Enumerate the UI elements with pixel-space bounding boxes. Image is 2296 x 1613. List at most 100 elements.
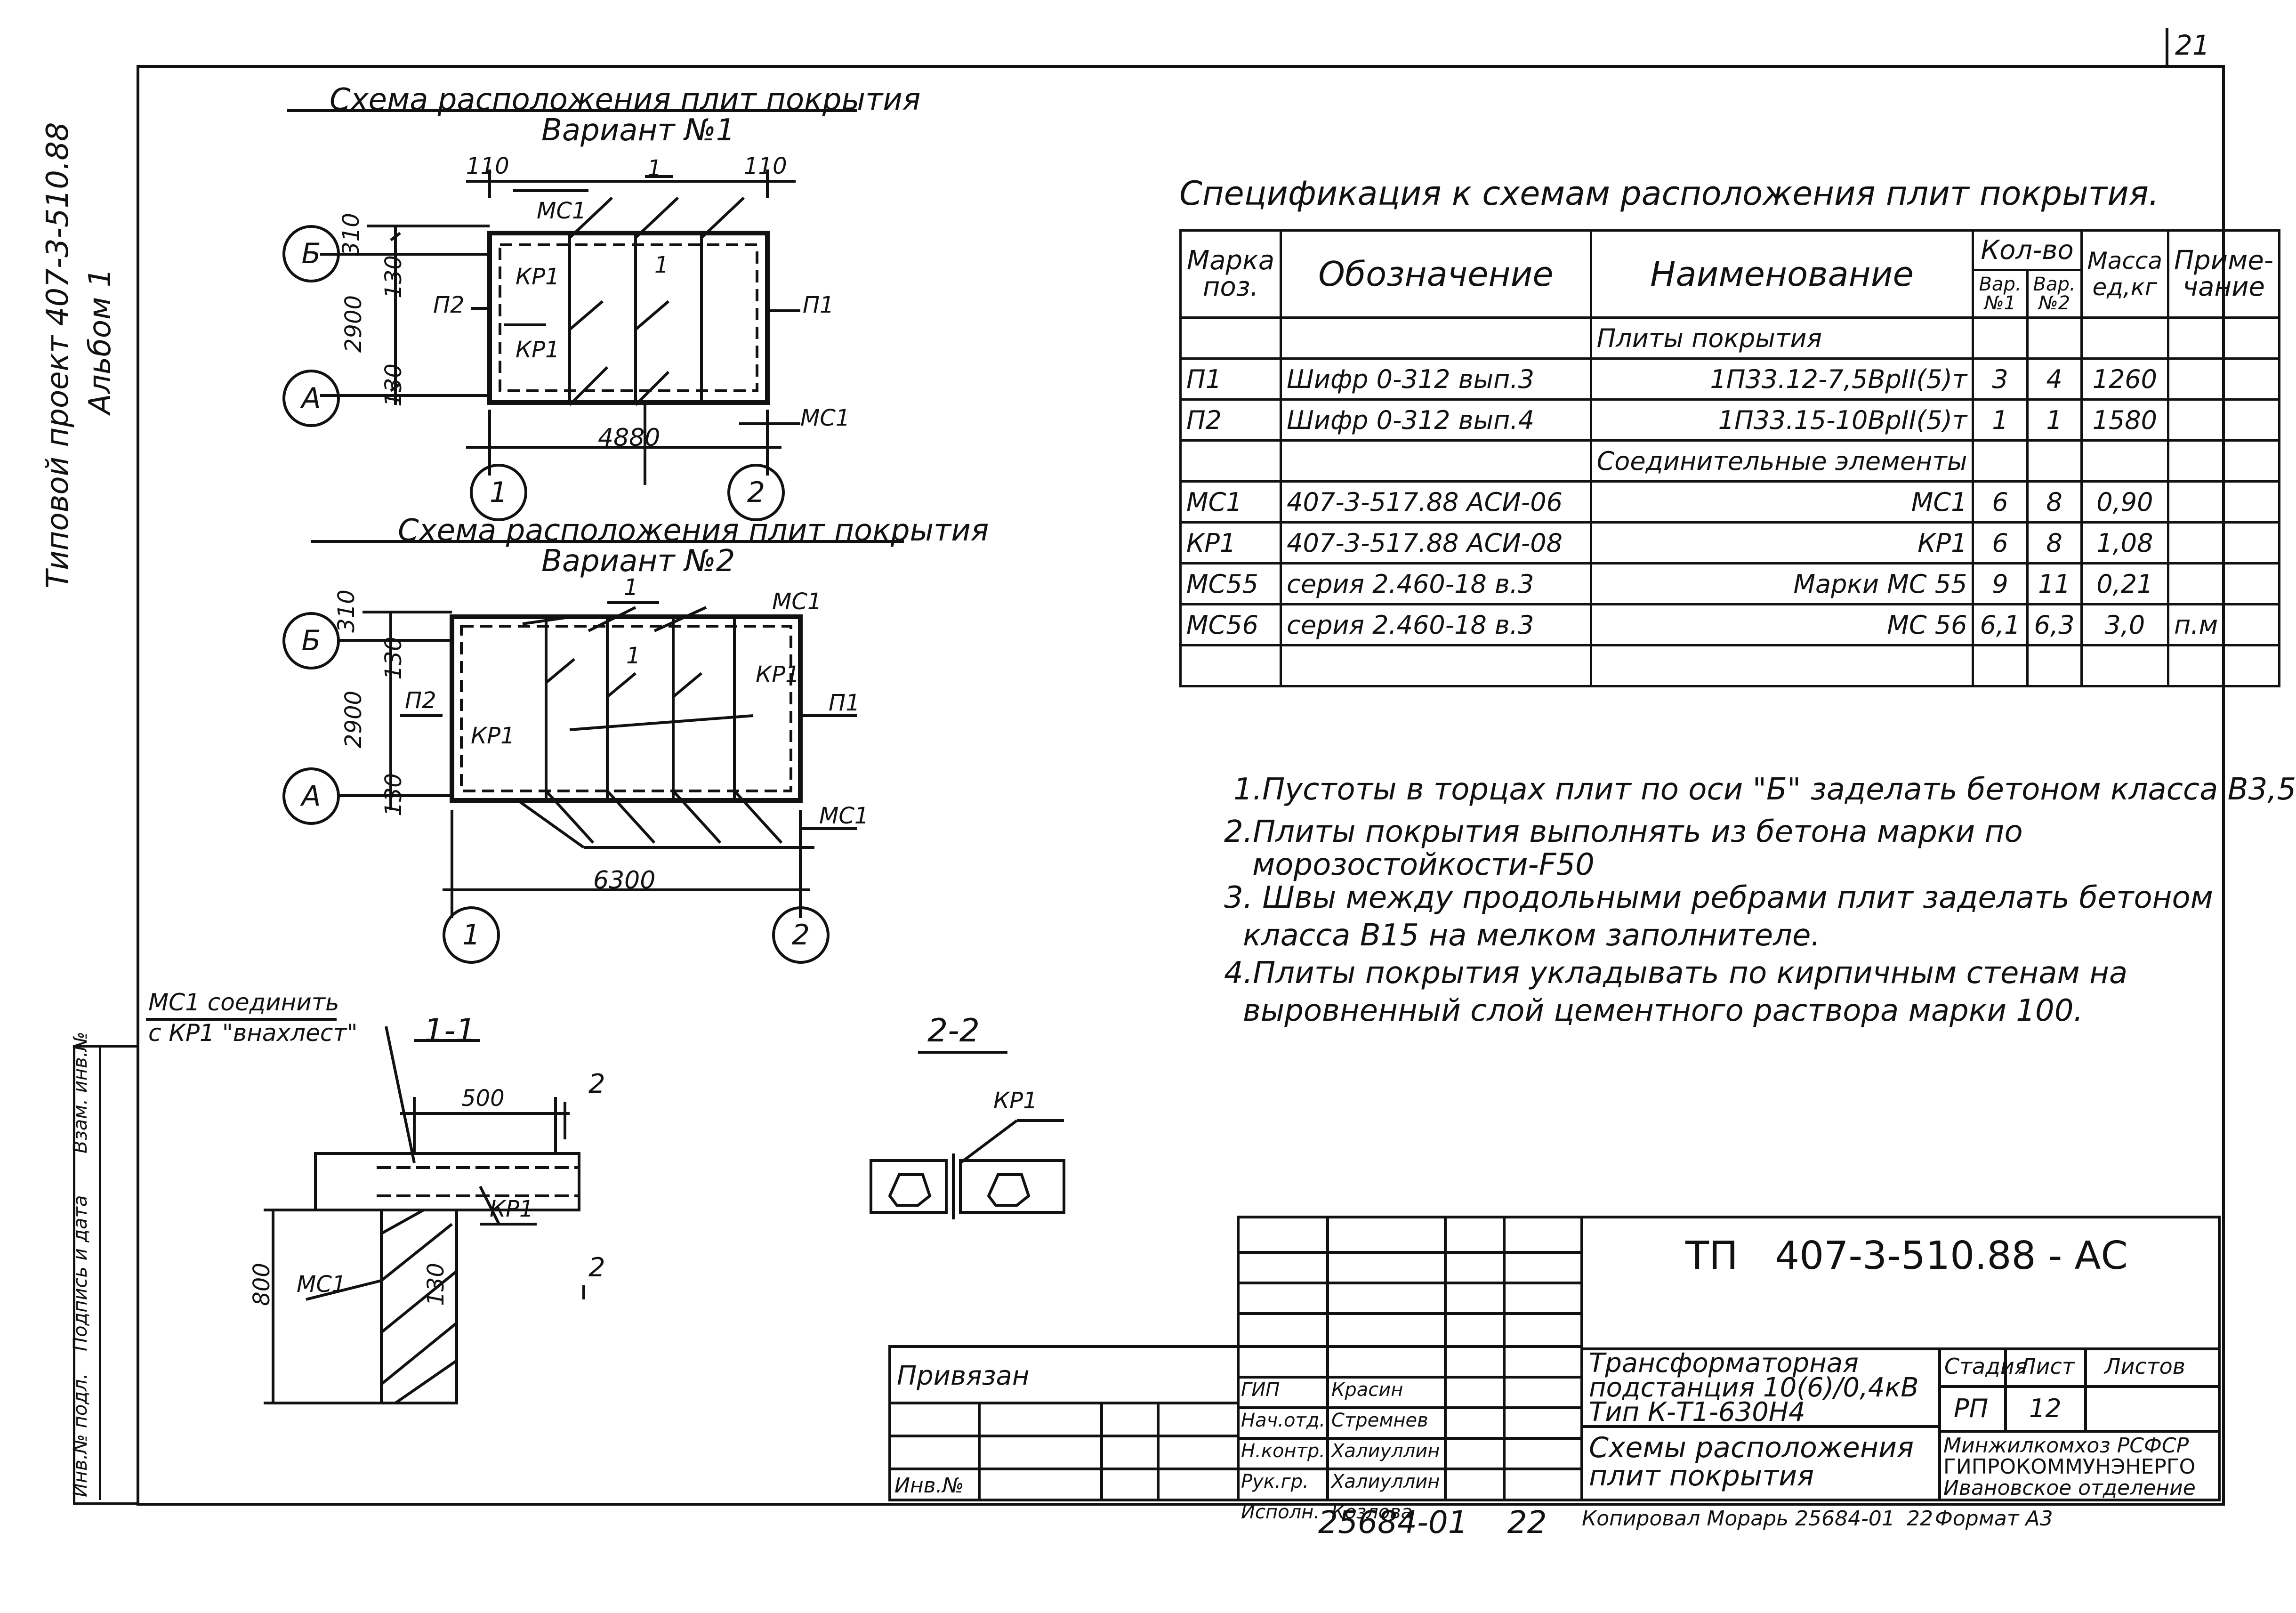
kp1-label-a-2: КР1 [756,661,800,688]
joint-note-line2: с КР1 "внахлест" [148,1019,358,1047]
spec-row [1179,644,2280,687]
spec-cell-mark: П1 [1179,357,1282,401]
kp1-label-b-2: КР1 [471,723,515,749]
spec-cell-mark [1179,316,1282,360]
spec-cell-v1: 6,1 [1972,603,2029,646]
spec-cell-v2: 1 [2026,398,2083,442]
spec-cell-mark [1179,644,1282,687]
spec-cell-designation: Шифр 0-312 вып.4 [1280,398,1592,442]
spec-cell-v2 [2026,316,2083,360]
spec-cell-note [2167,562,2280,605]
spec-header-mass: Масса ед,кг [2080,229,2170,319]
staff-role: Исполн. [1241,1501,1320,1523]
note-3: 3. Швы между продольными ребрами плит за… [1224,880,2213,915]
spec-cell-v1: 6 [1972,521,2029,565]
spec-cell-mark [1179,439,1282,483]
spec-cell-note [2167,357,2280,401]
spec-cell-v2: 8 [2026,521,2083,565]
scheme1-title: Схема расположения плит покрытия [330,82,921,117]
axis-b-marker-2: Б [282,612,340,669]
sheet-value: 12 [2029,1394,2062,1423]
staff-name: Стремнев [1331,1410,1428,1431]
drawing-frame [137,65,2225,1506]
section-mark-1b-2: 1 [626,643,641,669]
dim-2900: 2900 [340,295,367,353]
sheet-number-box [2166,28,2222,68]
spec-cell-designation: серия 2.460-18 в.3 [1280,603,1592,646]
staff-name: Халиуллин [1331,1471,1440,1492]
title-block-lines [888,1216,2221,1501]
staff-role: ГИП [1241,1379,1280,1401]
staff-name: Козлова [1331,1501,1413,1523]
dim-130-bottom-2: 130 [380,773,407,816]
dim-110-right: 110 [744,153,787,179]
spec-cell-v2: 6,3 [2026,603,2083,646]
spec-header-note: Приме- чание [2167,229,2280,319]
mc1-label-bottom: МС1 [800,405,850,431]
axis-2-marker: 2 [727,464,785,521]
spec-cell-designation [1280,644,1592,687]
spec-cell-mass: 3,0 [2080,603,2170,646]
section-mark-1: 1 [647,155,662,182]
spec-cell-mass: 1,08 [2080,521,2170,565]
spec-cell-v1 [1972,439,2029,483]
stage-value: РП [1954,1394,1989,1423]
spec-cell-note [2167,480,2280,524]
spec-row: Соединительные элементы [1179,439,2280,483]
dim-6300: 6300 [593,866,656,895]
spec-cell-designation: 407-3-517.88 АСИ-08 [1280,521,1592,565]
object-name: Трансформаторная подстанция 10(6)/0,4кВ … [1589,1348,1919,1428]
spec-cell-note [2167,644,2280,687]
binding-strip-divider [99,1045,101,1500]
spec-cell-v1: 6 [1972,480,2029,524]
scheme2-subtitle: Вариант №2 [541,544,735,579]
spec-cell-note [2167,316,2280,360]
mc1-label-section: МС1 [297,1271,346,1298]
title-block-code: ТП 407-3-510.88 - АС [1685,1234,2128,1278]
mc1-label-bottom-2: МС1 [819,803,869,829]
spec-cell-v2 [2026,644,2083,687]
spec-cell-note [2167,398,2280,442]
spec-cell-v2 [2026,439,2083,483]
dim-310-2: 310 [333,589,360,633]
sheet-number: 21 [2175,29,2210,61]
spec-cell-mass [2080,316,2170,360]
p1-label: П1 [803,292,834,318]
p2-label: П2 [433,292,465,318]
spec-cell-note: п.м [2167,603,2280,646]
spec-cell-name: КР1 [1589,521,1974,565]
spec-cell-v1 [1972,644,2029,687]
spec-cell-name: Плиты покрытия [1589,316,1974,360]
kp1-label-section: КР1 [490,1196,534,1222]
org-line1: Минжилкомхоз РСФСР [1943,1434,2189,1458]
spec-cell-mass: 0,90 [2080,480,2170,524]
spec-cell-name: Соединительные элементы [1589,439,1974,483]
p1-label-2: П1 [829,690,860,716]
spec-table: Марка поз. Обозначение Наименование Кол-… [1179,229,2280,687]
dim-500: 500 [461,1085,505,1112]
spec-cell-designation: Шифр 0-312 вып.3 [1280,357,1592,401]
spec-cell-name [1589,644,1974,687]
spec-title: Спецификация к схемам расположения плит … [1179,174,2159,213]
spec-cell-mark: МС55 [1179,562,1282,605]
spec-cell-mark: МС56 [1179,603,1282,646]
staff-role: Н.контр. [1241,1440,1325,1462]
spec-cell-mass: 0,21 [2080,562,2170,605]
spec-header-mark: Марка поз. [1179,229,1282,319]
section11-title: 1-1 [424,1012,476,1049]
spec-header-var1: Вар. №1 [1972,268,2029,319]
staff-role: Нач.отд. [1241,1410,1326,1431]
joint-note-line1: МС1 соединить [148,989,339,1016]
spec-header-name: Наименование [1589,229,1974,319]
axis-1-marker-2: 1 [443,906,500,964]
spec-cell-designation: 407-3-517.88 АСИ-06 [1280,480,1592,524]
format-label: Формат А3 [1935,1507,2053,1531]
p2-label-2: П2 [405,687,436,714]
kp1-label-b: КР1 [516,337,560,363]
section-mark-1-2: 1 [624,574,638,601]
spec-cell-mass [2080,439,2170,483]
scheme1-plan [287,109,857,485]
